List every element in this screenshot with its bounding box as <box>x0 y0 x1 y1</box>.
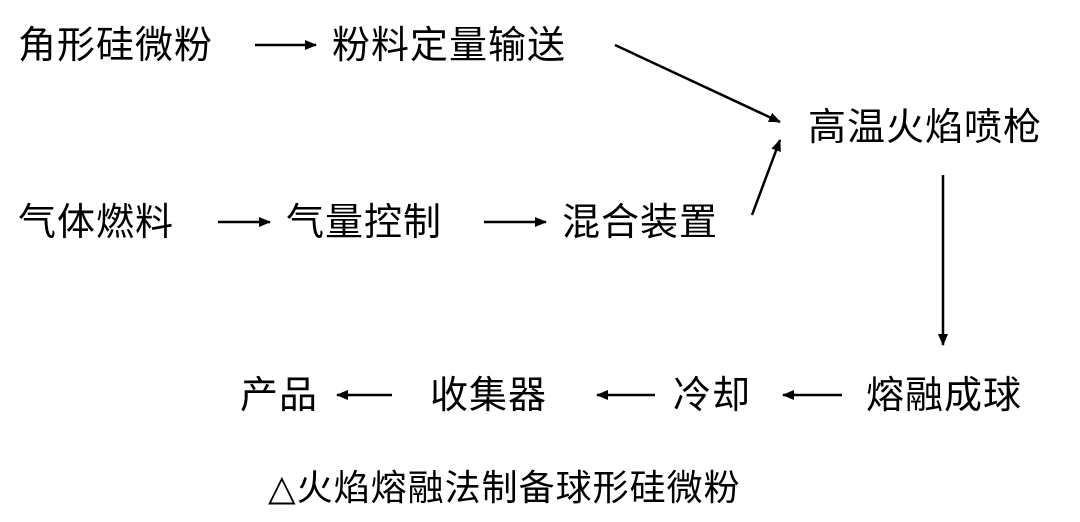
figure-caption: △火焰熔融法制备球形硅微粉 <box>268 468 741 509</box>
node-cooling: 冷却 <box>673 373 752 417</box>
node-collector: 收集器 <box>430 373 548 417</box>
node-powder-feeding: 粉料定量输送 <box>332 23 567 67</box>
node-melting: 熔融成球 <box>866 373 1023 417</box>
node-angular-silica: 角形硅微粉 <box>18 23 214 67</box>
arrow-feeding-to-flame-gun <box>614 43 781 124</box>
node-gas-control: 气量控制 <box>286 200 443 244</box>
node-product: 产品 <box>240 373 319 417</box>
node-gas-fuel: 气体燃料 <box>18 200 175 244</box>
arrow-mixing-to-flame-gun <box>750 139 782 216</box>
node-flame-gun: 高温火焰喷枪 <box>808 105 1043 149</box>
node-mixing-device: 混合装置 <box>562 200 719 244</box>
